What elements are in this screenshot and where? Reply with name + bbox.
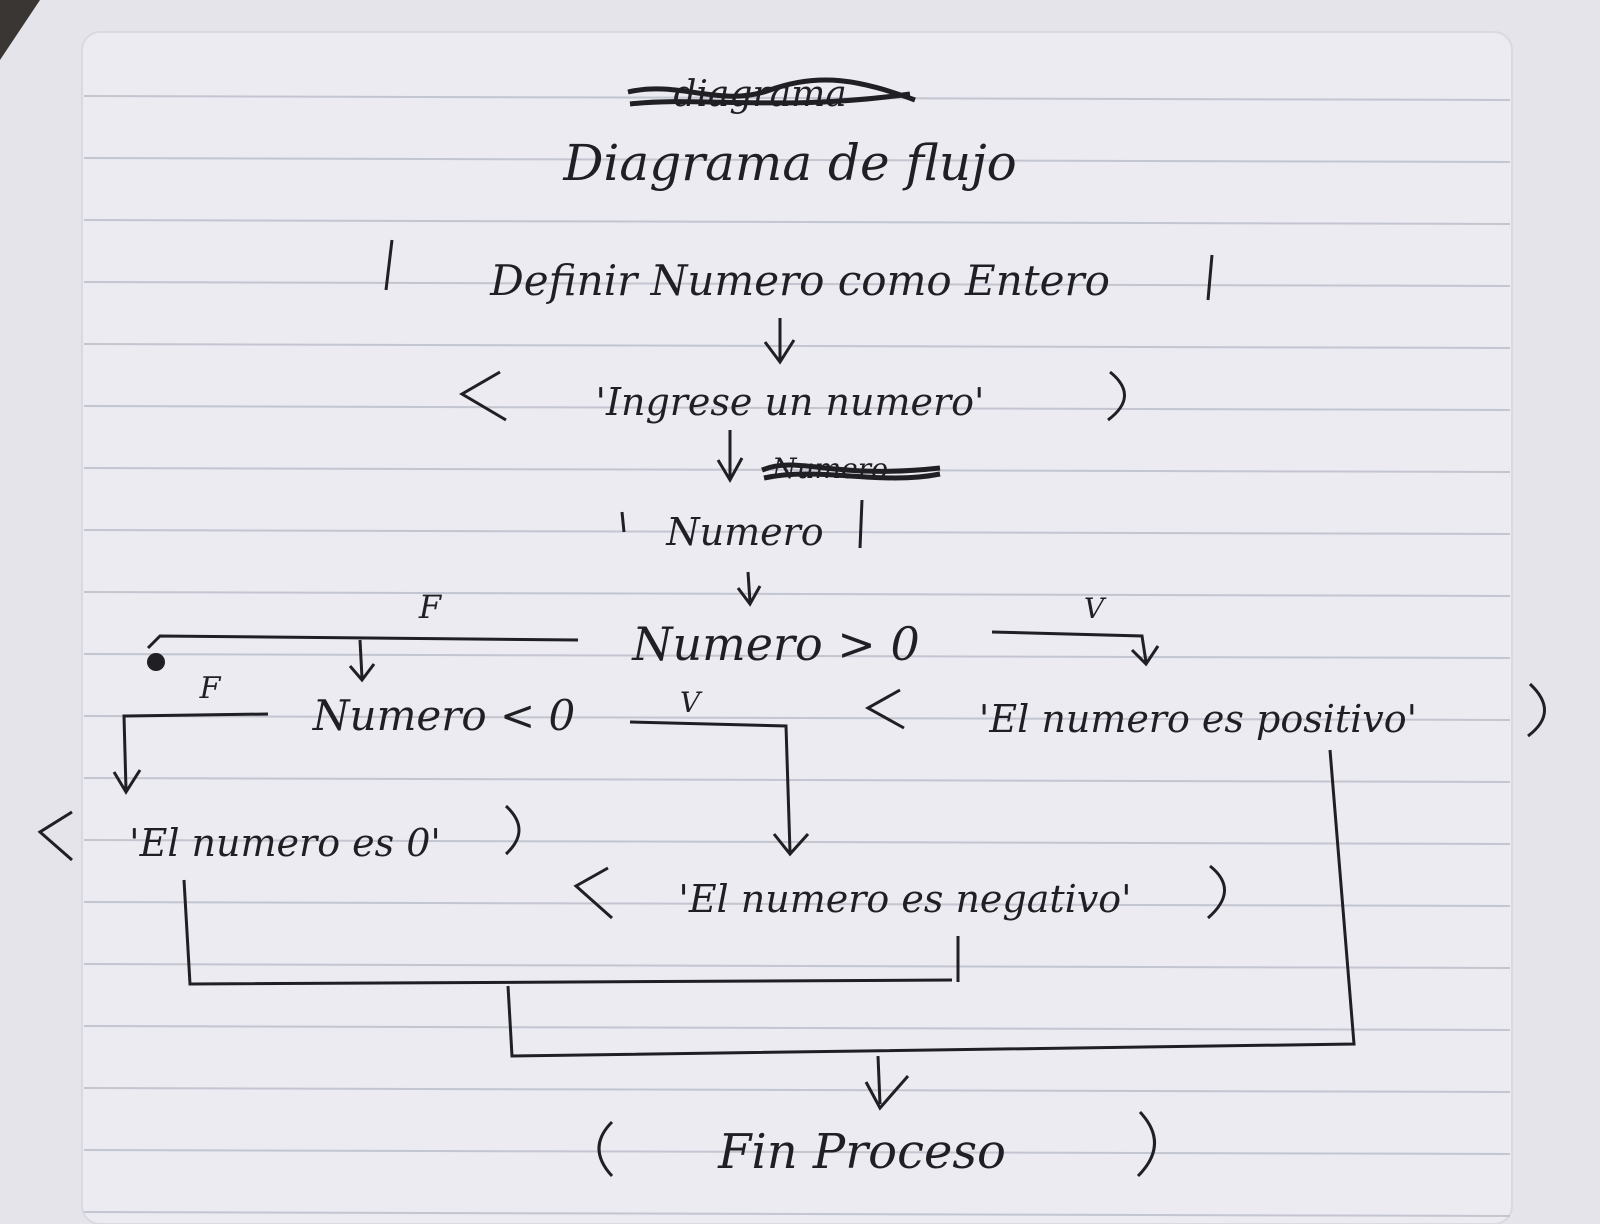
arrow-down-1 [763, 318, 796, 365]
ruled-line [83, 1149, 1511, 1155]
prompt-text: 'Ingrese un numero' [596, 380, 985, 424]
cond1-text: Numero > 0 [631, 617, 919, 671]
zero-text: 'El numero es 0' [129, 821, 441, 865]
negative-text: 'El numero es negativo' [678, 877, 1131, 921]
ruled-lines [83, 95, 1511, 1217]
merge-outer [506, 749, 1356, 1058]
scribble-strike-2 [761, 462, 941, 481]
ruled-line [83, 1087, 1511, 1093]
ruled-line [83, 343, 1511, 349]
ruled-line [83, 901, 1511, 907]
cond2-text: Numero < 0 [312, 691, 575, 740]
ruled-line [83, 963, 1511, 969]
ruled-line [83, 839, 1511, 845]
arrow-down-2 [716, 430, 744, 484]
ruled-line [83, 157, 1511, 163]
merge-inner [182, 879, 960, 986]
prompt-node: 'Ingrese un numero' [459, 370, 1126, 424]
true-branch-2 [629, 720, 810, 857]
ruled-line [83, 715, 1511, 721]
zero-node: 'El numero es 0' [37, 804, 521, 865]
true-branch-1 [991, 630, 1160, 667]
ruled-line [83, 591, 1511, 597]
label-false-2: F [199, 671, 222, 706]
read-text: Numero [665, 510, 823, 554]
label-false-1: F [418, 588, 443, 626]
positive-node: 'El numero es positivo' [864, 682, 1546, 741]
end-text: Fin Proceso [717, 1124, 1006, 1180]
scribble-strike [627, 77, 916, 107]
end-node: Fin Proceso [597, 1110, 1156, 1180]
negative-node: 'El numero es negativo' [573, 864, 1226, 921]
label-true-1: V [1084, 592, 1107, 625]
ruled-line [83, 95, 1511, 101]
label-true-2: V [680, 686, 703, 719]
declare-text: Definir Numero como Entero [489, 256, 1110, 305]
ruled-line [83, 777, 1511, 783]
ruled-line [83, 467, 1511, 473]
ruled-line [83, 1025, 1511, 1031]
arrow-to-cond2 [348, 639, 376, 683]
arrow-to-end [864, 1055, 910, 1111]
ink-blot [147, 653, 165, 671]
false-branch-1 [146, 634, 579, 650]
ruled-line [83, 219, 1511, 225]
arrow-down-3 [736, 571, 762, 607]
read-node: Numero [620, 499, 864, 554]
ruled-line [83, 405, 1511, 411]
ruled-line [83, 529, 1511, 535]
positive-text: 'El numero es positivo' [979, 697, 1417, 741]
declare-node: Definir Numero como Entero [384, 239, 1214, 305]
ruled-line [83, 281, 1511, 287]
ruled-line [83, 653, 1511, 659]
ruled-line [83, 1211, 1511, 1217]
false-branch-2 [112, 712, 269, 795]
page-title: Diagrama de flujo [562, 134, 1016, 192]
paper-margin-box [81, 31, 1513, 1224]
